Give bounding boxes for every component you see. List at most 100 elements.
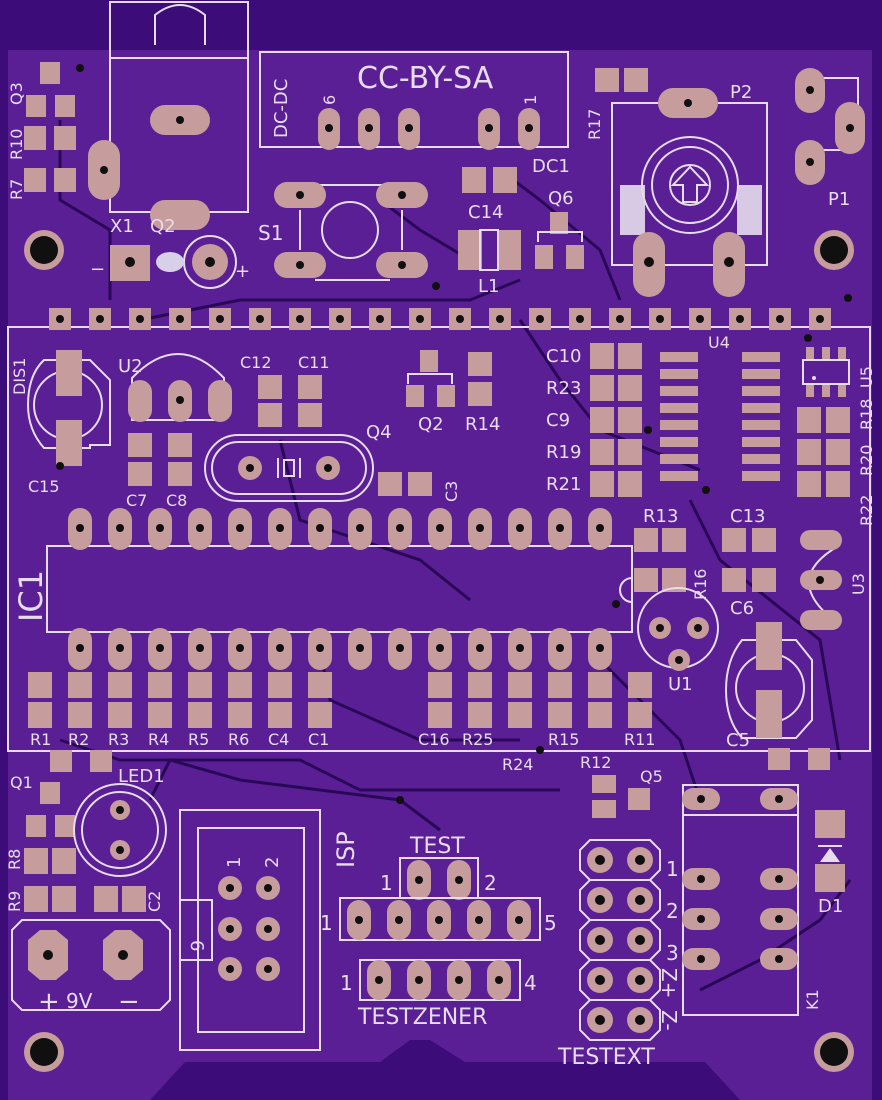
- c11-label: C11: [298, 353, 330, 372]
- ic1-dip28-footprint: [46, 508, 633, 670]
- ic1-pad-hole: [196, 524, 204, 532]
- r6-label: R6: [228, 730, 249, 749]
- c3-smd-pads: [378, 472, 432, 496]
- c7-label: C7: [126, 491, 147, 510]
- q6-label: Q6: [548, 188, 574, 209]
- smd-pad: [228, 672, 252, 698]
- testext-label: TESTEXT: [557, 1045, 655, 1070]
- smd-pad: [268, 672, 292, 698]
- c10-label: C10: [546, 346, 581, 367]
- u5-sot-pads: [802, 347, 850, 397]
- q1-label: Q1: [10, 773, 33, 792]
- dcdc-pin6-label: 6: [320, 95, 339, 105]
- isp-label: ISP: [332, 831, 360, 868]
- header-pad-hole: [656, 315, 664, 323]
- x1-jack-footprint: [88, 1, 249, 289]
- testext-pad-hole: [635, 935, 645, 945]
- c5-label: C5: [726, 730, 750, 751]
- u1-to92-footprint: [637, 587, 719, 671]
- r11-label: R11: [624, 730, 655, 749]
- testext-pad-hole: [595, 895, 605, 905]
- x1-label: X1: [110, 216, 134, 237]
- test-header-footprint: [399, 857, 479, 900]
- r17-p2-trimmer-footprint: [595, 68, 768, 297]
- u4-label: U4: [708, 333, 730, 352]
- smd-pad: [68, 702, 92, 728]
- testzener-label: TESTZENER: [357, 1005, 487, 1030]
- ext-z-plus-label: Z+: [657, 968, 681, 998]
- c16-r11-smd-pads: [428, 672, 652, 728]
- battery-9v-footprint: [11, 919, 171, 1011]
- c5-electrolytic-footprint: [724, 622, 813, 739]
- tz-pin4-label: 4: [524, 971, 537, 995]
- header-pad-hole: [416, 315, 424, 323]
- r13-label: R13: [643, 506, 678, 527]
- smd-pad: [468, 702, 492, 728]
- r24-label: R24: [502, 755, 533, 774]
- header-pad-hole: [56, 315, 64, 323]
- testext-pad-hole: [635, 895, 645, 905]
- ic1-pad-hole: [396, 524, 404, 532]
- smd-pad: [108, 702, 132, 728]
- ext-pin2-label: 2: [666, 899, 679, 923]
- ic1-pad-hole: [236, 644, 244, 652]
- dc1-label: DC1: [532, 156, 570, 177]
- battery-plus-label: +: [38, 987, 60, 1017]
- u2-to92-footprint: [128, 353, 232, 422]
- u1-label: U1: [668, 674, 693, 695]
- r13-r16-smd-pads: [634, 528, 686, 592]
- header-pad-hole: [216, 315, 224, 323]
- c16-label: C16: [418, 730, 450, 749]
- c15-electrolytic-footprint: [26, 350, 111, 466]
- led1-label: LED1: [118, 766, 165, 787]
- c12-label: C12: [240, 353, 272, 372]
- header-pad-hole: [336, 315, 344, 323]
- ic1-pad-hole: [476, 524, 484, 532]
- dis1-label: DIS1: [10, 358, 29, 395]
- ic1-pad-hole: [116, 644, 124, 652]
- q5-smd-pads: [592, 775, 650, 818]
- testext-pad-hole: [595, 855, 605, 865]
- q4-label: Q4: [366, 422, 392, 443]
- five-pin-header-footprint: [339, 897, 541, 941]
- smd-pad: [468, 672, 492, 698]
- header-pad-hole: [776, 315, 784, 323]
- r25-label: R25: [462, 730, 493, 749]
- r7-label: R7: [7, 179, 26, 200]
- u4-soic-pads: [660, 352, 780, 481]
- r21-label: R21: [546, 474, 581, 495]
- c13-label: C13: [730, 506, 765, 527]
- header-pad-hole: [456, 315, 464, 323]
- testext-pad-hole: [595, 975, 605, 985]
- dcdc-pin1-label: 1: [521, 95, 540, 105]
- smd-pad: [428, 672, 452, 698]
- r23-label: R23: [546, 378, 581, 399]
- c7-c8-smd-pads: [128, 433, 192, 486]
- r15-label: R15: [548, 730, 579, 749]
- smd-pad: [148, 702, 172, 728]
- c13-c6-smd-pads: [722, 528, 776, 592]
- r18-r20-r22-smd-pads: [797, 407, 850, 497]
- u3-to92-footprint: [800, 530, 842, 630]
- battery-9v-label: 9V: [66, 989, 93, 1013]
- c14-l1-q6-smd-pads: [458, 167, 584, 271]
- battery-minus-label: −: [118, 987, 140, 1017]
- ic1-pad-hole: [276, 644, 284, 652]
- smd-pad: [108, 672, 132, 698]
- smd-pad: [148, 672, 172, 698]
- r9-label: R9: [5, 891, 24, 912]
- ext-pin3-label: 3: [666, 941, 679, 965]
- q4-crystal-footprint: [204, 434, 374, 502]
- misc-pads-right: [50, 748, 830, 772]
- ic1-pad-hole: [76, 524, 84, 532]
- r8-label: R8: [5, 849, 24, 870]
- ic1-pad-hole: [316, 644, 324, 652]
- ic1-pad-hole: [516, 524, 524, 532]
- mounting-holes: [24, 230, 854, 1072]
- smd-pad: [548, 702, 572, 728]
- smd-pad: [268, 702, 292, 728]
- testzener-header-footprint: [359, 959, 521, 1001]
- x1-plus-label: +: [235, 261, 250, 282]
- q1-led1-r8-r9-c2-footprints: [24, 782, 167, 912]
- testext-pad-hole: [635, 855, 645, 865]
